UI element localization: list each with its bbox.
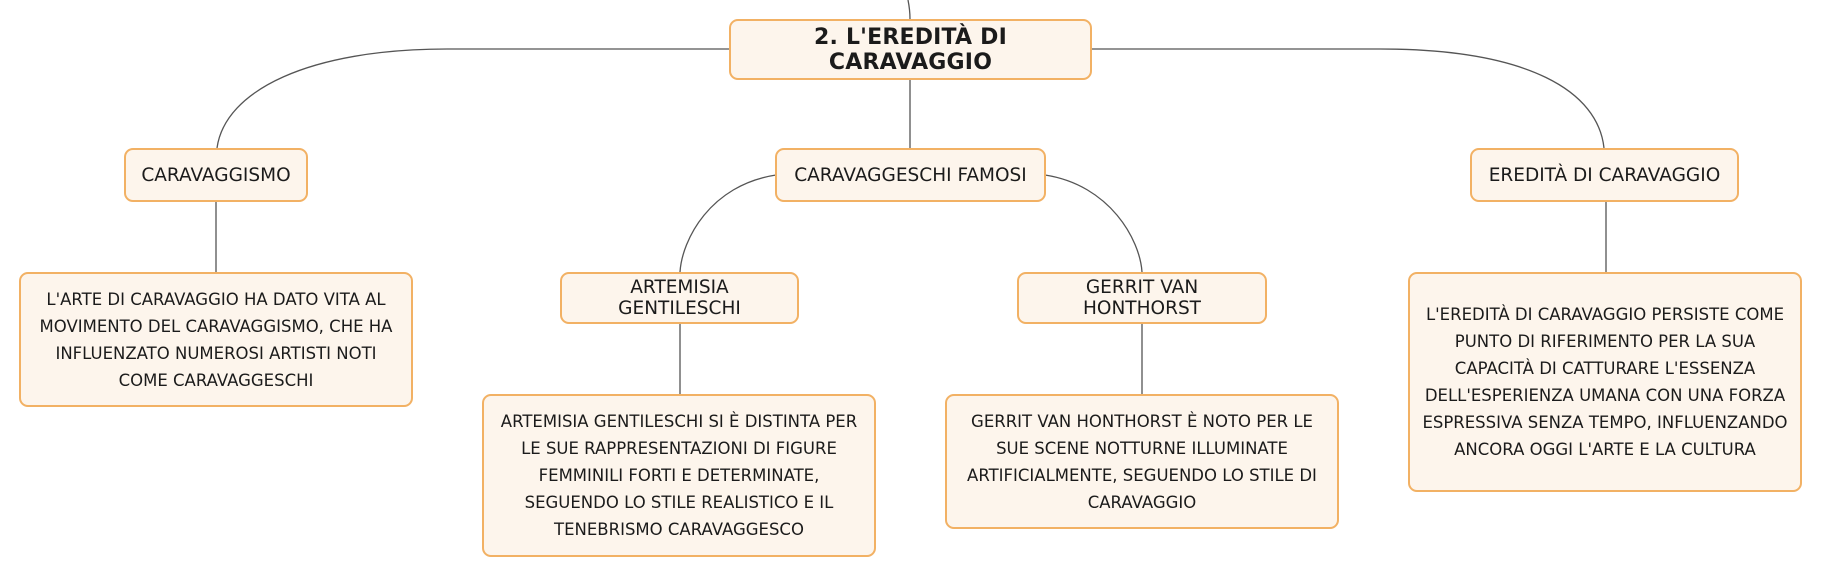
detail-caravaggismo-text: L'ARTE DI CARAVAGGIO HA DATO VITA AL MOV… — [39, 289, 393, 390]
topic-caravaggismo[interactable]: CARAVAGGISMO — [124, 148, 308, 202]
topic-artemisia-gentileschi-label: ARTEMISIA GENTILESCHI — [618, 277, 741, 319]
connector-incoming-root — [907, 0, 911, 20]
topic-caravaggeschi-famosi-label: CARAVAGGESCHI FAMOSI — [794, 164, 1027, 186]
topic-gerrit-van-honthorst[interactable]: GERRIT VAN HONTHORST — [1017, 272, 1267, 324]
detail-eredita-di-caravaggio-text: L'EREDITÀ DI CARAVAGGIO PERSISTE COME PU… — [1422, 305, 1788, 459]
root-topic[interactable]: 2. L'EREDITÀ DI CARAVAGGIO — [729, 19, 1092, 80]
detail-gerrit-van-honthorst[interactable]: GERRIT VAN HONTHORST È NOTO PER LE SUE S… — [945, 394, 1339, 529]
detail-caravaggismo[interactable]: L'ARTE DI CARAVAGGIO HA DATO VITA AL MOV… — [19, 272, 413, 407]
connector-root-eredita — [1092, 48, 1605, 149]
connector-root-caravaggismo — [216, 48, 729, 149]
detail-artemisia-gentileschi-text: ARTEMISIA GENTILESCHI SI È DISTINTA PER … — [500, 412, 858, 539]
connector-caravaggeschi-artemisia — [679, 174, 777, 273]
topic-eredita-di-caravaggio[interactable]: EREDITÀ DI CARAVAGGIO — [1470, 148, 1739, 202]
root-topic-label: 2. L'EREDITÀ DI CARAVAGGIO — [814, 24, 1007, 75]
detail-gerrit-van-honthorst-text: GERRIT VAN HONTHORST È NOTO PER LE SUE S… — [967, 411, 1317, 512]
detail-artemisia-gentileschi[interactable]: ARTEMISIA GENTILESCHI SI È DISTINTA PER … — [482, 394, 876, 557]
topic-eredita-di-caravaggio-label: EREDITÀ DI CARAVAGGIO — [1488, 164, 1721, 186]
topic-gerrit-van-honthorst-label: GERRIT VAN HONTHORST — [1083, 277, 1201, 319]
connector-caravaggeschi-gerrit — [1044, 174, 1143, 273]
detail-eredita-di-caravaggio[interactable]: L'EREDITÀ DI CARAVAGGIO PERSISTE COME PU… — [1408, 272, 1802, 492]
topic-caravaggeschi-famosi[interactable]: CARAVAGGESCHI FAMOSI — [775, 148, 1046, 202]
topic-caravaggismo-label: CARAVAGGISMO — [141, 164, 291, 186]
topic-artemisia-gentileschi[interactable]: ARTEMISIA GENTILESCHI — [560, 272, 799, 324]
